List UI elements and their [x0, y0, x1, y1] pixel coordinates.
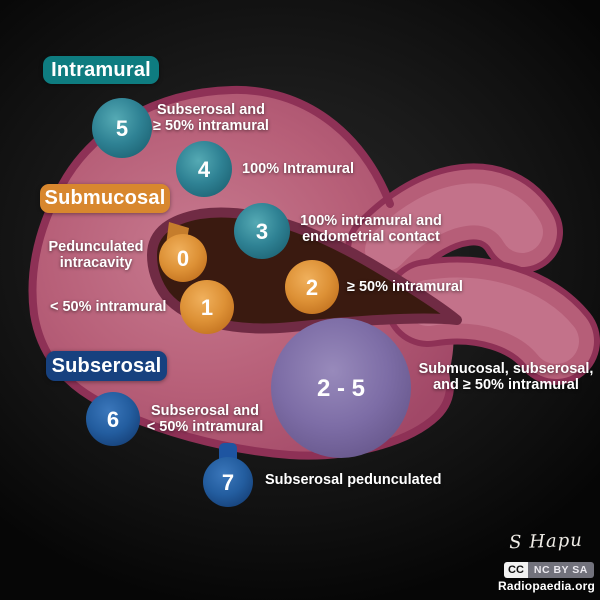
fibroid-0-number: 0 [177, 246, 189, 271]
submucosal-badge: Submucosal [40, 184, 170, 213]
fibroid-2 [285, 260, 339, 314]
cc-icon: CC [504, 562, 528, 578]
caption-line: Subserosal and [157, 102, 265, 118]
fibroid-4 [176, 141, 232, 197]
caption-type-7: Subserosal pedunculated [265, 472, 442, 488]
caption-line: and ≥ 50% intramural [433, 377, 579, 393]
caption-type-4: 100% Intramural [242, 161, 355, 177]
caption-line: Subserosal and [151, 403, 259, 419]
fibroid-2-5-number: 2 - 5 [317, 375, 365, 402]
caption-line: intracavity [59, 255, 133, 271]
caption-line: endometrial contact [302, 229, 440, 245]
caption-type-1: < 50% intramural [50, 299, 167, 315]
subserosal-badge: Subserosal [46, 351, 167, 381]
radiopaedia-credit: Radiopaedia.org [498, 579, 596, 593]
caption-type-2: ≥ 50% intramural [347, 279, 463, 295]
fibroid-1 [180, 280, 234, 334]
caption-type-5: Subserosal and ≥ 50% intramural [138, 102, 284, 134]
fibroid-2-number: 2 [306, 275, 318, 300]
fibroid-7 [203, 457, 253, 507]
license-terms: NC BY SA [527, 562, 594, 578]
fibroid-0 [159, 234, 207, 282]
fibroid-5 [92, 98, 152, 158]
caption-type-0: Pedunculated intracavity [35, 239, 157, 271]
license-badge: CC NC BY SA [504, 562, 594, 578]
caption-type-6: Subserosal and < 50% intramural [133, 403, 277, 435]
uterus-lower-tube [384, 256, 600, 385]
caption-line: ≥ 50% intramural [153, 118, 269, 134]
fibroid-7-number: 7 [222, 470, 234, 495]
fibroid-2-5 [271, 318, 411, 458]
caption-type-2-5: Submucosal, subserosal, and ≥ 50% intram… [410, 361, 600, 393]
uterus-upper-tube [345, 163, 563, 291]
caption-line: 100% intramural and [300, 213, 442, 229]
caption-line: < 50% intramural [146, 419, 264, 435]
fibroid-1-number: 1 [201, 295, 213, 320]
fibroid-6 [86, 392, 140, 446]
fibroid-3-number: 3 [256, 219, 268, 244]
intramural-badge: Intramural [43, 56, 159, 84]
artist-signature: S Hapu [508, 529, 584, 554]
caption-line: Submucosal, subserosal, [418, 361, 594, 377]
fibroid-5-number: 5 [116, 116, 128, 141]
caption-line: Pedunculated [48, 239, 144, 255]
fibroid-4-number: 4 [198, 157, 211, 182]
fibroid-3 [234, 203, 290, 259]
fibroid-6-number: 6 [107, 407, 119, 432]
caption-type-3: 100% intramural and endometrial contact [290, 213, 452, 245]
